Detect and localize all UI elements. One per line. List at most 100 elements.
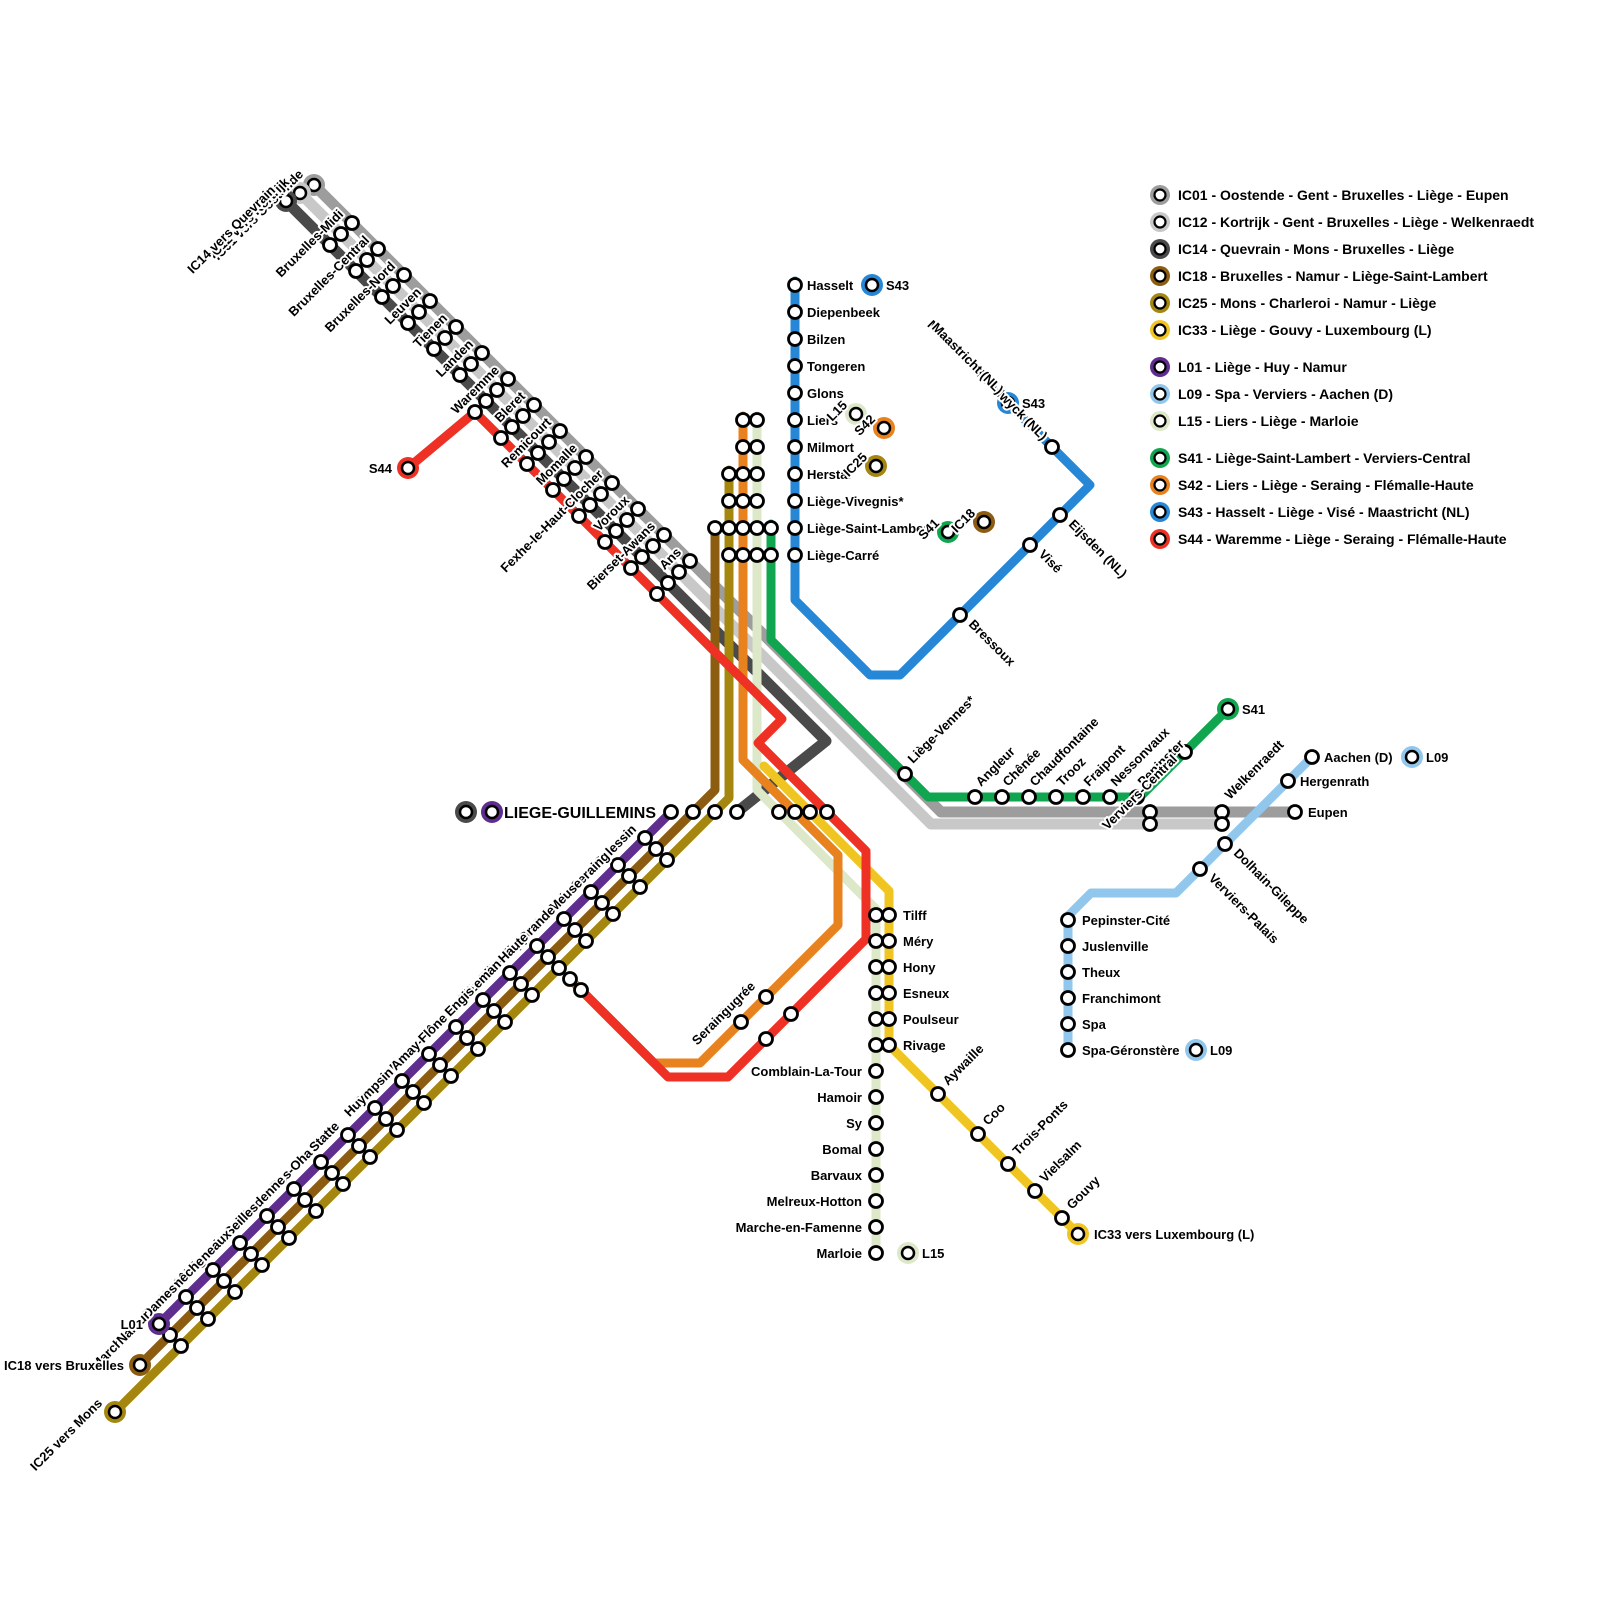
station-liege-guillemins bbox=[663, 804, 835, 820]
station-dot bbox=[749, 412, 765, 428]
station-namur bbox=[162, 1327, 189, 1354]
station-dot bbox=[1214, 816, 1230, 832]
station-hasselt bbox=[787, 277, 803, 293]
station-spa-g-ronst-re bbox=[1060, 1042, 1076, 1058]
station-ch-n-e bbox=[994, 789, 1010, 805]
station-dot bbox=[763, 547, 779, 563]
station-dot bbox=[1027, 1183, 1043, 1199]
station-label-bressoux: Bressoux bbox=[966, 617, 1019, 670]
station-label-hergenrath: Hergenrath bbox=[1300, 774, 1369, 789]
station-dot bbox=[552, 423, 568, 439]
station-bomal bbox=[868, 1141, 884, 1157]
station-label-sy: Sy bbox=[846, 1116, 863, 1131]
badge-s42-884 bbox=[873, 417, 895, 439]
station-dot bbox=[513, 976, 529, 992]
legend-item-IC14: IC14 - Quevrain - Mons - Bruxelles - Liè… bbox=[1150, 239, 1456, 259]
station-dot bbox=[735, 520, 751, 536]
station-dot bbox=[463, 356, 479, 372]
station-dot bbox=[685, 804, 701, 820]
station-dot bbox=[270, 1219, 286, 1235]
station-dot bbox=[1102, 789, 1118, 805]
station-sclaigneaux bbox=[232, 1235, 270, 1273]
station-label-vielsalm: Vielsalm bbox=[1037, 1137, 1085, 1185]
station-label-herstal: Herstal bbox=[807, 467, 851, 482]
station-dot bbox=[994, 789, 1010, 805]
station-dot bbox=[1280, 773, 1296, 789]
station-dot bbox=[735, 439, 751, 455]
legend-label-S44: S44 - Waremme - Liège - Seraing - Flémal… bbox=[1178, 531, 1507, 547]
station-fexhe-le-haut-clocher bbox=[571, 475, 620, 524]
station-dot bbox=[735, 493, 751, 509]
legend-marker-center bbox=[1153, 532, 1167, 546]
station-dot bbox=[868, 933, 884, 949]
legend-marker-center bbox=[1153, 478, 1167, 492]
station-dot bbox=[216, 1273, 232, 1289]
station-dot bbox=[426, 341, 442, 357]
station-dolhain-gileppe bbox=[1217, 836, 1233, 852]
station-dot bbox=[448, 1019, 464, 1035]
station-dot bbox=[519, 456, 535, 472]
badge-center bbox=[151, 1316, 167, 1332]
station-label-comblain-la-tour: Comblain-La-Tour bbox=[751, 1064, 862, 1079]
station-poulseur bbox=[868, 1011, 897, 1027]
station-tilff bbox=[868, 907, 897, 923]
station-label-tilff: Tilff bbox=[903, 908, 927, 923]
badge-center bbox=[868, 458, 884, 474]
badge-center bbox=[940, 524, 956, 540]
station-dot bbox=[367, 1100, 383, 1116]
station-dot bbox=[335, 1176, 351, 1192]
station-dot bbox=[660, 575, 676, 591]
station-dot bbox=[344, 215, 360, 231]
station-dot bbox=[868, 1115, 884, 1131]
badge-center bbox=[1000, 395, 1016, 411]
station-label-marloie: Marloie bbox=[816, 1246, 862, 1261]
station-label-li-ge-vivegnis: Liège-Vivegnis* bbox=[807, 494, 905, 509]
station-dot bbox=[721, 466, 737, 482]
badge-l01-159 bbox=[148, 1313, 170, 1335]
station-label-li-ge-vennes: Liège-Vennes* bbox=[905, 692, 979, 766]
station-dot bbox=[648, 841, 664, 857]
badge-center bbox=[484, 804, 500, 820]
station-liers bbox=[735, 412, 803, 428]
station-bruxelles-midi bbox=[322, 215, 360, 253]
station-dot bbox=[623, 560, 639, 576]
station-dot bbox=[729, 804, 745, 820]
station-engis bbox=[475, 992, 513, 1030]
station-dot bbox=[787, 493, 803, 509]
badge-label-s43: S43 bbox=[886, 278, 909, 293]
station-dot bbox=[573, 982, 589, 998]
station-dot bbox=[1060, 1042, 1076, 1058]
station-dot bbox=[378, 1111, 394, 1127]
legend-marker-center bbox=[1153, 215, 1167, 229]
station-li-ge-carr bbox=[721, 547, 803, 563]
station-aachen-d bbox=[1304, 749, 1320, 765]
station-dot bbox=[571, 508, 587, 524]
badge-label-l15: L15 bbox=[922, 1246, 944, 1261]
station-dot bbox=[868, 1063, 884, 1079]
badge-label-s43: S43 bbox=[1022, 396, 1045, 411]
station-dot bbox=[389, 1122, 405, 1138]
legend-label-S42: S42 - Liers - Liège - Seraing - Flémalle… bbox=[1178, 477, 1474, 493]
station-welkenraedt bbox=[1214, 804, 1230, 832]
station-dot bbox=[583, 884, 599, 900]
badge-label-ic18: IC18 vers Bruxelles bbox=[4, 1358, 124, 1373]
station-dot bbox=[649, 586, 665, 602]
station-label-bilzen: Bilzen bbox=[807, 332, 845, 347]
legend-marker-center bbox=[1153, 188, 1167, 202]
station-bleret bbox=[493, 397, 542, 446]
station-theux bbox=[1060, 964, 1076, 980]
station-dot bbox=[556, 471, 572, 487]
badge-s41-948 bbox=[937, 521, 959, 543]
badge-center bbox=[976, 514, 992, 530]
station-diepenbeek bbox=[787, 304, 803, 320]
station-vis bbox=[1022, 537, 1038, 553]
station-li-ge-vennes bbox=[897, 766, 913, 782]
station-verviers-palais bbox=[1192, 861, 1208, 877]
station-dot bbox=[448, 319, 464, 335]
badge-label-l01: L01 bbox=[121, 1317, 143, 1332]
station-dot bbox=[787, 439, 803, 455]
station-dot bbox=[486, 1003, 502, 1019]
station-dot bbox=[470, 1041, 486, 1057]
station-dot bbox=[733, 1014, 749, 1030]
station-dot bbox=[359, 252, 375, 268]
